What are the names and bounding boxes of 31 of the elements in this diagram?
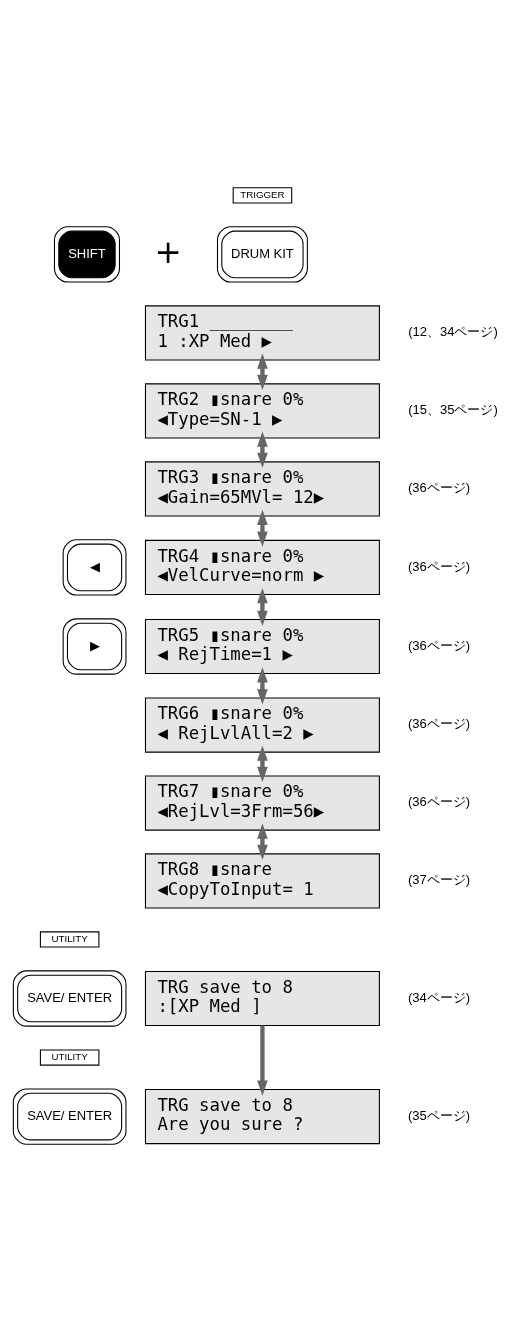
node-box: TRG4 ▮snare 0% ◀VelCurve=norm ▶ — [144, 539, 380, 595]
node-box: TRG8 ▮snare ◀CopyToInput= 1 — [144, 852, 380, 909]
node-label: (36ページ) — [407, 793, 470, 809]
node-label: (36ページ) — [407, 637, 470, 653]
node-box: TRG2 ▮snare 0% ◀Type=SN-1 ▶ — [144, 382, 380, 439]
node-box: ◀ — [62, 538, 126, 596]
node-label: (36ページ) — [407, 479, 470, 495]
node-label: (34ページ) — [407, 989, 470, 1005]
node-label: (36ページ) — [407, 558, 470, 574]
node-box: ▶ — [62, 617, 126, 675]
node-box: TRG5 ▮snare 0% ◀ RejTime=1 ▶ — [144, 618, 380, 674]
node-box: SHIFT — [53, 225, 120, 283]
node-box: TRG6 ▮snare 0% ◀ RejLvlAll=2 ▶ — [144, 696, 380, 753]
node-box: SAVE/ ENTER — [12, 969, 126, 1027]
node-box: DRUM KIT — [216, 225, 308, 283]
node-label: (35ページ) — [407, 1107, 470, 1123]
node-box: TRG3 ▮snare 0% ◀Gain=65MVl= 12▶ — [144, 460, 380, 517]
node-box: TRG save to 8 :[XP Med ] — [144, 970, 380, 1026]
arrow — [256, 1025, 268, 1096]
label: + — [154, 232, 182, 271]
node-box: TRG7 ▮snare 0% ◀RejLvl=3Frm=56▶ — [144, 774, 380, 831]
node-box: TRG1 ________ 1 :XP Med ▶ — [144, 304, 380, 361]
node-box: SAVE/ ENTER — [12, 1087, 126, 1145]
node-box: UTILITY — [39, 1048, 99, 1066]
node-box: TRIGGER — [232, 186, 292, 204]
node-box: UTILITY — [39, 930, 99, 948]
node-box: TRG save to 8 Are you sure ? — [144, 1088, 380, 1144]
node-label: (36ページ) — [407, 715, 470, 731]
node-label: (37ページ) — [407, 871, 470, 887]
node-label: (15、35ページ) — [407, 401, 498, 417]
node-label: (12、34ページ) — [407, 323, 498, 339]
